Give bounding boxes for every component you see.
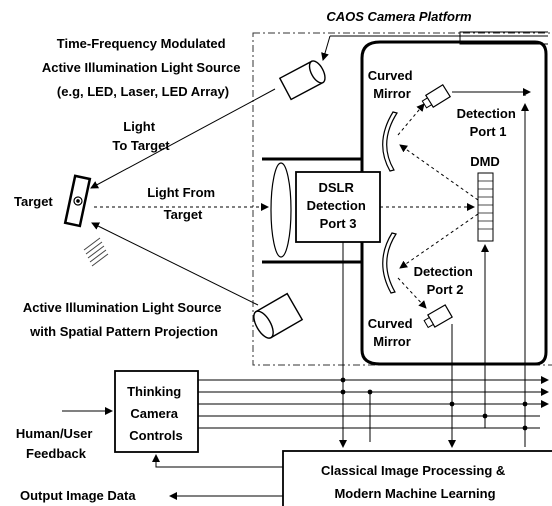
target-icon — [63, 174, 92, 228]
source-control-arrow — [321, 35, 331, 61]
light-to-target-arrow — [90, 88, 276, 189]
target-label: Target — [14, 194, 53, 209]
thinking-camera-box — [114, 370, 199, 453]
source-control-line — [459, 31, 548, 45]
dmd-label: DMD — [470, 154, 500, 169]
detection-port-1-label: Detection Port 1 — [457, 106, 520, 139]
light-from-target-label: Light From Target — [147, 185, 219, 222]
detection-port-2-icon — [423, 304, 453, 329]
spatial-light-source-icon — [253, 292, 304, 339]
curved-mirror-top — [382, 111, 398, 172]
dslr-box — [295, 171, 381, 243]
dslr-label: DSLR Detection Port 3 — [307, 180, 370, 231]
junction-dots — [340, 377, 528, 431]
tf-light-source-label: Time-Frequency Modulated Active Illumina… — [42, 36, 244, 99]
detection-port-1-icon — [421, 83, 452, 109]
light-to-target-label: Light To Target — [112, 119, 170, 153]
thinking-camera-label: Thinking Camera Controls — [127, 384, 185, 443]
curved-mirror-top-label: Curved Mirror — [368, 68, 416, 101]
internal-light-paths — [380, 103, 479, 309]
detection-port-2-label: Detection Port 2 — [414, 264, 477, 297]
platform-title: CAOS Camera Platform — [326, 9, 472, 24]
pattern-hatch-icon — [83, 237, 109, 267]
camera-enclosure — [360, 40, 548, 366]
control-bus-arrowheads — [532, 376, 549, 408]
control-bus — [198, 379, 540, 429]
curved-mirror-bottom — [382, 232, 397, 294]
output-label: Output Image Data — [20, 488, 136, 503]
dmd-grid — [478, 180, 493, 230]
spatial-light-source-label: Active Illumination Light Source with Sp… — [23, 300, 225, 339]
vertical-connections — [339, 94, 529, 448]
pattern-to-target-arrow — [91, 222, 259, 306]
lens — [270, 162, 292, 258]
tf-light-source-icon — [278, 60, 326, 101]
processing-box — [282, 450, 552, 506]
human-feedback-label: Human/User Feedback — [16, 426, 96, 461]
dmd-device — [477, 172, 494, 242]
processing-label: Classical Image Processing & Modern Mach… — [321, 463, 509, 501]
processing-to-controls-arrow — [152, 454, 283, 468]
curved-mirror-bottom-label: Curved Mirror — [368, 316, 416, 349]
